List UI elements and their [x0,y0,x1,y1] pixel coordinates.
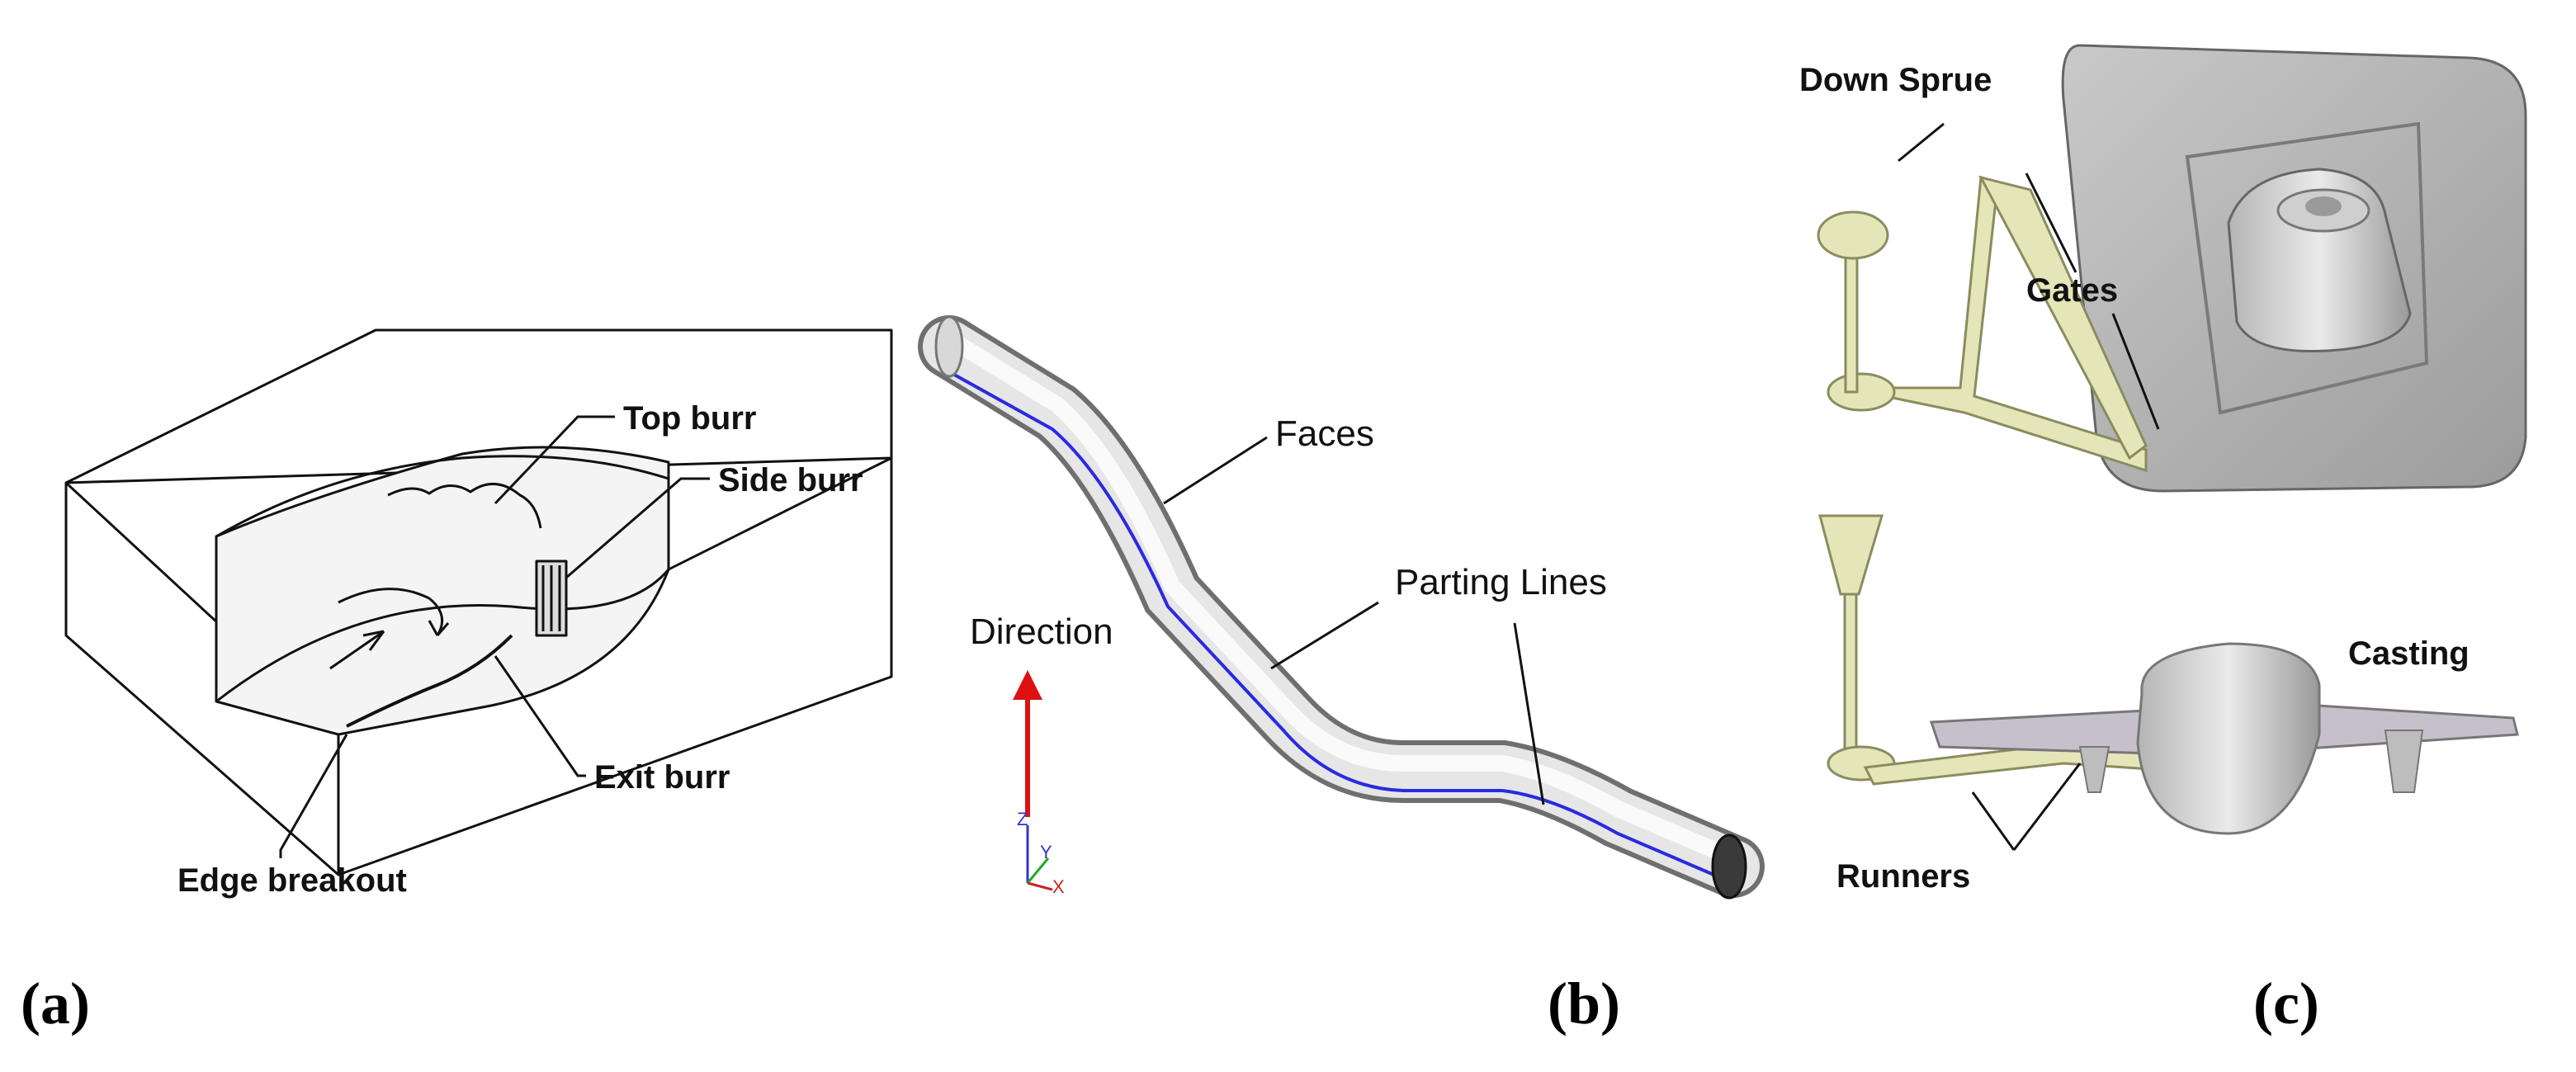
panel-c: Down Sprue Gates Casting Runners (c) [1799,44,2527,1037]
leader-lines-a [279,415,710,858]
axis-x-label: X [1052,876,1065,897]
axis-triad: Z Y X [1017,809,1065,897]
panel-letter-a: (a) [21,970,90,1037]
label-parting-lines: Parting Lines [1395,562,1607,602]
panel-a: Top burr Side burr Exit burr Edge breako… [21,328,893,1037]
label-exit-burr: Exit burr [594,759,730,796]
label-faces: Faces [1275,413,1374,454]
label-side-burr: Side burr [718,462,863,498]
gating-system-top [1817,175,2148,473]
label-top-burr: Top burr [623,400,756,437]
bent-pipe [918,315,1765,900]
panel-letter-c: (c) [2253,970,2319,1037]
casting-bottom [1929,642,2519,835]
label-direction: Direction [970,612,1113,652]
plate-casting-top [2061,44,2527,493]
label-gates: Gates [2026,272,2118,309]
axis-y-label: Y [1040,842,1052,862]
label-runners: Runners [1836,858,1970,895]
leader-lines-b [1163,436,1545,805]
label-down-sprue: Down Sprue [1799,62,1992,98]
parting-line [940,366,1730,883]
leader-lines-c [1898,122,2160,851]
label-casting: Casting [2348,635,2470,672]
label-edge-breakout: Edge breakout [177,862,407,899]
panel-letter-b: (b) [1548,970,1620,1037]
axis-z-label: Z [1017,809,1028,829]
burr-block-illustration [64,328,893,876]
panel-b: Faces Parting Lines Direction Z Y X (b) [918,315,1765,1037]
